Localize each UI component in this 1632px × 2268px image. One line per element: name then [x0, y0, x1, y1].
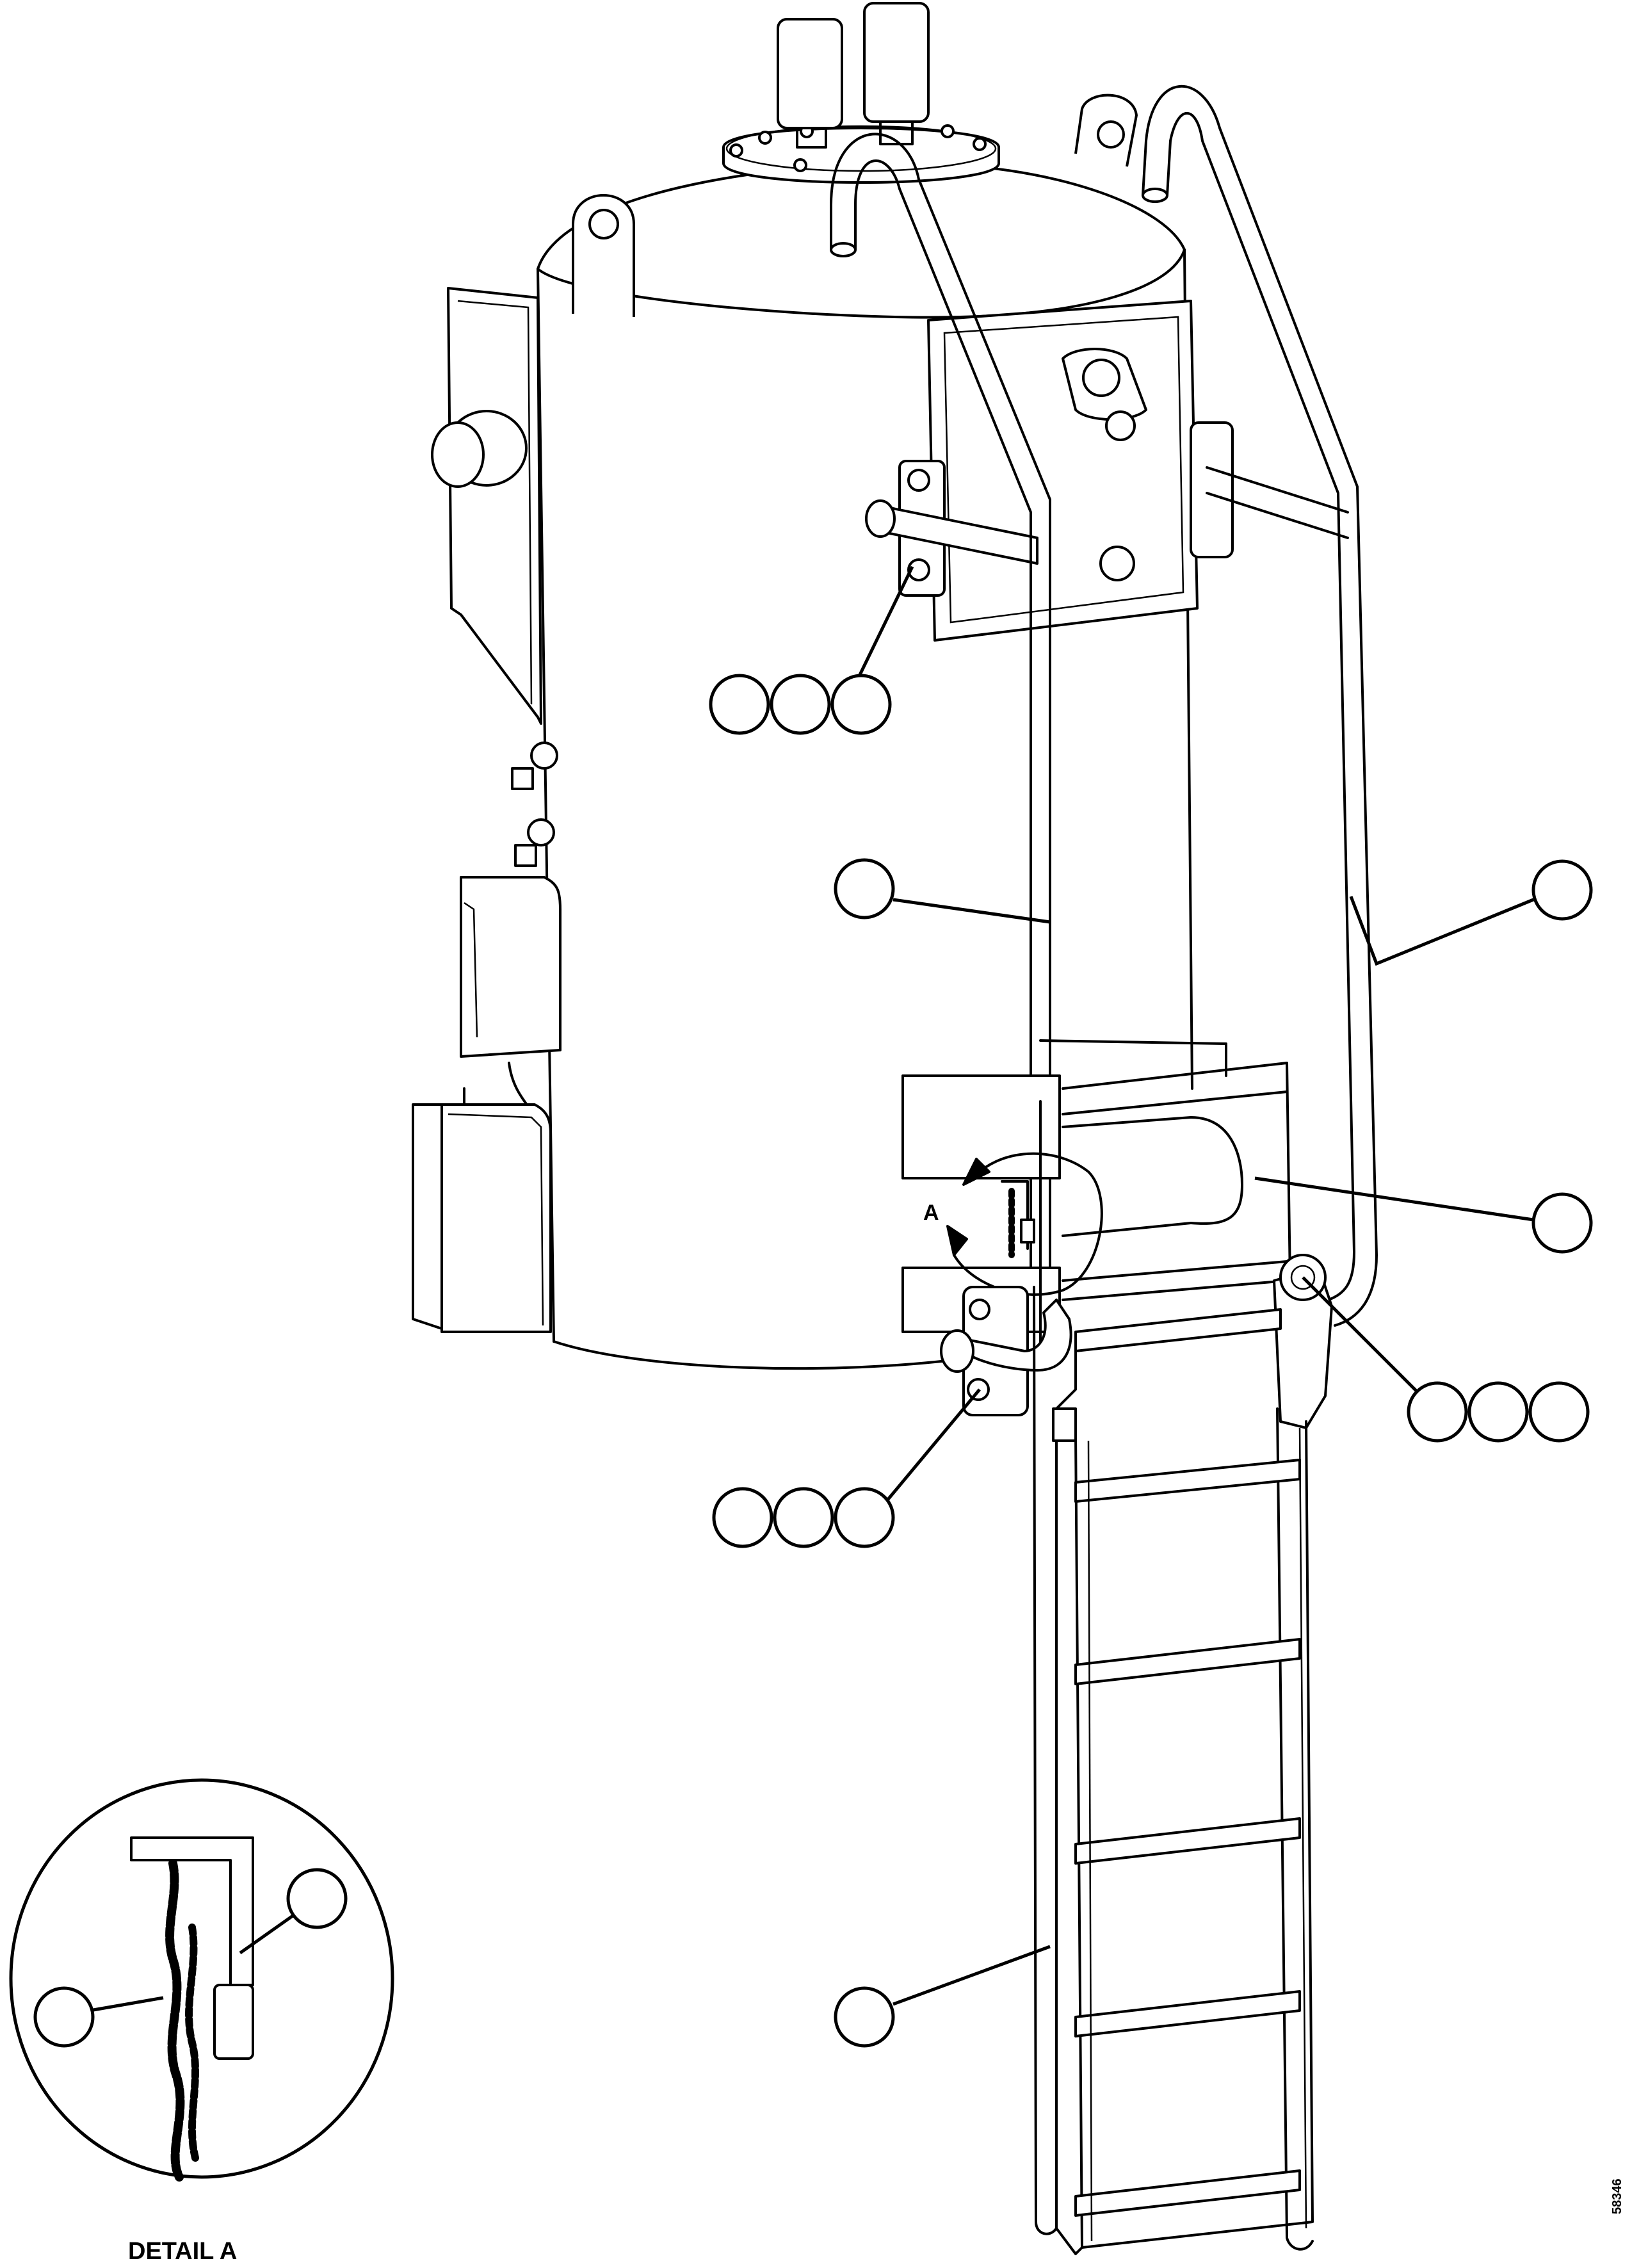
- lifting-lug-right: [1074, 93, 1138, 167]
- detail-marker-label: A: [923, 1201, 939, 1225]
- callout-ladder: [834, 1945, 1051, 2048]
- chain: [165, 1859, 199, 2182]
- callout-right-handrail: [1349, 859, 1593, 966]
- callout-balloon: [709, 674, 770, 735]
- callout-pin: [286, 1868, 348, 1929]
- handrail-left: [830, 133, 1051, 1288]
- callout-group-lower-clamp: [712, 1388, 981, 1548]
- control-box: [460, 876, 562, 1112]
- upper-mount-plate: [927, 300, 1234, 642]
- ladder: [1033, 1286, 1314, 2255]
- vent-cap-left: [777, 18, 843, 149]
- detail-caption: DETAIL A: [128, 2238, 237, 2265]
- left-fittings: [511, 741, 558, 867]
- callout-group-upper-clamp: [709, 565, 914, 735]
- mid-bracket: [901, 1039, 1291, 1346]
- callout-balloon: [770, 674, 831, 735]
- callout-left-handrail: [834, 858, 1051, 924]
- junction-box: [412, 1087, 552, 1333]
- left-bracket: [431, 287, 542, 725]
- callout-mid-platform: [1254, 1176, 1593, 1254]
- upper-rail-clamp: [865, 460, 1349, 597]
- figure-code: 58346: [1610, 2178, 1624, 2214]
- detail-a-inset: [9, 1778, 394, 2182]
- ladder-pivot: [1273, 1254, 1333, 1429]
- lifting-lug-left: [572, 194, 635, 317]
- callout-group-pivot: [1302, 1276, 1590, 1443]
- callout-chain: [33, 1986, 95, 2048]
- vent-cap-right: [863, 2, 930, 145]
- handrail-right: [1142, 85, 1378, 1327]
- lower-rail-clamp: [940, 1286, 1072, 1416]
- top-flange: [722, 124, 1000, 184]
- detail-a-marker: A: [923, 1152, 1103, 1296]
- callout-balloon: [830, 674, 892, 735]
